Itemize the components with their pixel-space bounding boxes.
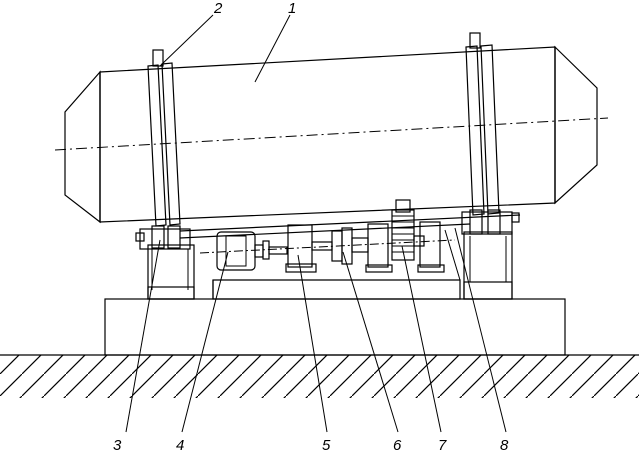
- callout-1: 1: [288, 0, 296, 17]
- right-roller-support: [461, 209, 520, 300]
- drum-axis-line: [54, 117, 609, 151]
- leader-3: [125, 239, 161, 433]
- drive-frame: [212, 229, 461, 300]
- drum-left-end-cap: [64, 70, 101, 224]
- callout-5: 5: [322, 437, 331, 454]
- leader-7: [401, 245, 442, 433]
- callout-7: 7: [438, 437, 447, 454]
- callout-4: 4: [176, 437, 184, 454]
- callout-3: 3: [113, 437, 122, 454]
- right-tyre-ring: [465, 32, 500, 216]
- leader-8: [454, 227, 507, 433]
- leader-lines: [125, 14, 507, 433]
- callout-6: 6: [393, 437, 402, 454]
- ground: [0, 354, 639, 454]
- leader-4: [181, 251, 229, 433]
- electric-motor: [216, 231, 288, 271]
- leader-2: [159, 14, 214, 67]
- leader-5: [297, 254, 328, 433]
- foundation-block: [104, 298, 566, 356]
- leader-1: [254, 14, 291, 83]
- left-tyre-ring: [147, 49, 181, 227]
- drum-right-end-cap: [554, 45, 598, 205]
- callout-labels: 1 2 3 4 5 6 7 8: [113, 0, 509, 454]
- pinion-gear: [391, 199, 445, 273]
- coupling: [331, 223, 393, 273]
- left-roller-support: [135, 225, 195, 300]
- leader-6: [342, 251, 399, 433]
- ground-hatching: [0, 355, 639, 400]
- callout-8: 8: [500, 437, 509, 454]
- callout-2: 2: [213, 0, 223, 17]
